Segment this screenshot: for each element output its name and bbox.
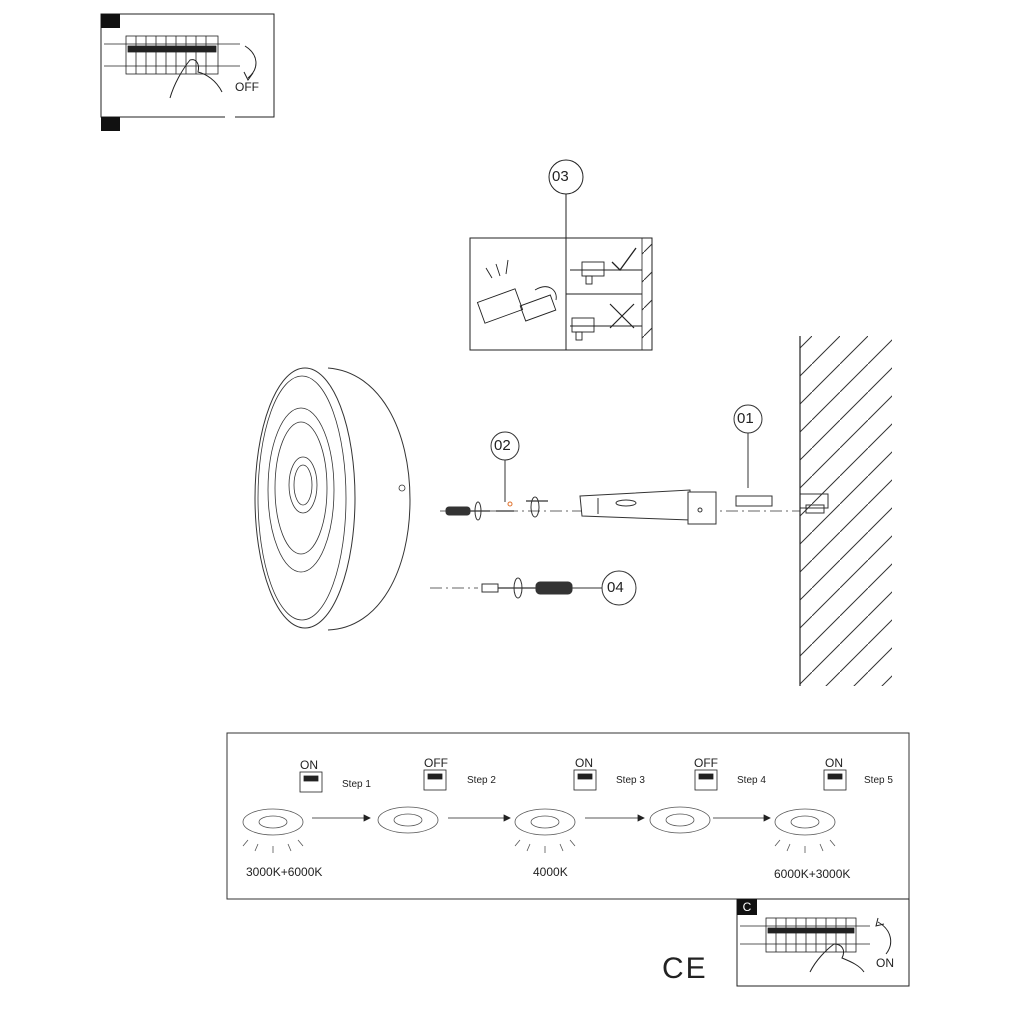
step5-switch-label: ON	[825, 756, 843, 770]
screwdriver-handle-icon	[535, 581, 573, 595]
step4-switch-label: OFF	[694, 756, 718, 770]
callout-04: 04	[607, 579, 624, 596]
fixing-screw-assembly	[430, 570, 637, 606]
panel-c-badge: C	[737, 899, 757, 915]
panel-corner-mark	[101, 14, 120, 28]
step5-label: Step 5	[864, 775, 893, 786]
off-label: OFF	[235, 80, 259, 94]
step4-label: Step 4	[737, 775, 766, 786]
rotate-arrow-icon	[244, 45, 257, 79]
on-label: ON	[876, 956, 894, 970]
dip-switch-icon	[299, 771, 323, 793]
step5-lamp-icon	[774, 808, 836, 853]
step1-switch-label: ON	[300, 758, 318, 772]
step1-lamp-icon	[242, 808, 304, 853]
callout-01: 01	[737, 410, 754, 427]
dip-switch-icon	[573, 769, 597, 791]
callout-03: 03	[552, 168, 569, 185]
breaker-row-icon	[740, 917, 870, 953]
terminal-block-icon	[476, 259, 557, 324]
screwdriver-icon	[445, 501, 490, 521]
screw-icon	[496, 501, 514, 512]
cct-panel	[226, 732, 910, 900]
ce-mark: CE	[662, 952, 708, 985]
step-arrows	[312, 814, 771, 822]
step3-lamp-icon	[514, 808, 576, 853]
temp-step3: 4000K	[533, 865, 568, 879]
connector-wrong-icon	[570, 303, 642, 341]
step4-lamp-icon	[649, 806, 711, 834]
dip-switch-icon	[823, 769, 847, 791]
step2-lamp-icon	[377, 806, 439, 834]
panel-corner-mark	[101, 117, 120, 131]
dip-switch-icon	[423, 769, 447, 791]
temp-step5: 6000K+3000K	[774, 867, 851, 881]
wall-lamp	[254, 367, 411, 631]
step2-switch-label: OFF	[424, 756, 448, 770]
mounting-assembly	[440, 404, 829, 525]
breaker-on-panel	[736, 898, 910, 987]
dip-switch-icon	[694, 769, 718, 791]
step3-switch-label: ON	[575, 756, 593, 770]
wall	[799, 336, 892, 686]
callout-02: 02	[494, 437, 511, 454]
step3-label: Step 3	[616, 775, 645, 786]
step1-label: Step 1	[342, 779, 371, 790]
rotate-arrow-icon	[877, 921, 892, 955]
breaker-off-panel	[100, 13, 275, 131]
breaker-row-icon	[104, 35, 240, 75]
mounting-bracket-icon	[579, 489, 717, 525]
hand-icon	[169, 59, 223, 99]
step2-label: Step 2	[467, 775, 496, 786]
wiring-detail	[469, 159, 653, 351]
temp-step1: 3000K+6000K	[246, 865, 323, 879]
connector-ok-icon	[570, 247, 642, 285]
hand-icon	[809, 943, 865, 973]
